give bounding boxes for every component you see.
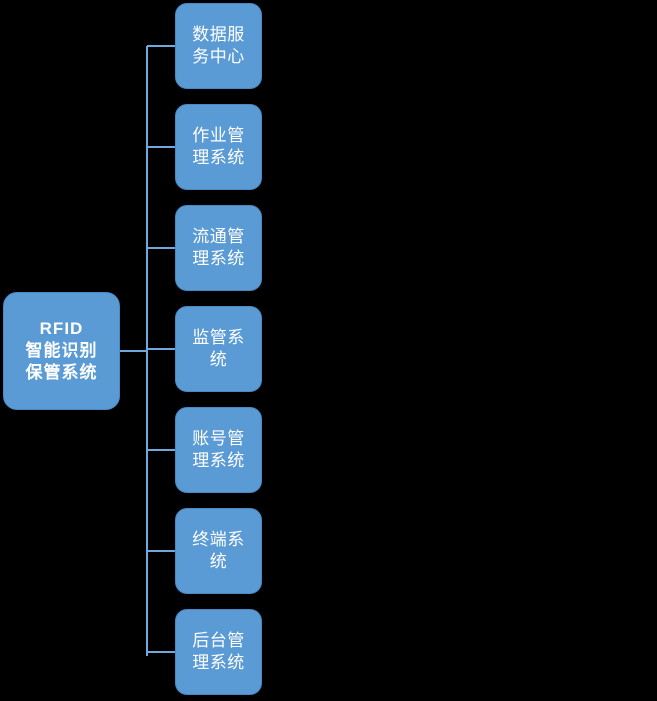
connector-stub-child-3	[147, 348, 175, 350]
node-operation-management-system[interactable]: 作业管理系统	[175, 104, 262, 190]
node-label: 作业管理系统	[192, 126, 245, 167]
connector-stub-child-4	[147, 449, 175, 451]
node-root-label: RFID 智能识别 保管系统	[25, 319, 98, 382]
connector-stub-child-0	[147, 45, 175, 47]
node-label: 流通管理系统	[192, 227, 245, 268]
node-label: 监管系统	[192, 328, 245, 369]
connector-stub-child-1	[147, 146, 175, 148]
node-label: 数据服务中心	[192, 25, 245, 66]
node-terminal-system[interactable]: 终端系统	[175, 508, 262, 594]
connector-root-stub	[119, 350, 147, 352]
connector-stub-child-6	[147, 651, 175, 653]
node-circulation-management-system[interactable]: 流通管理系统	[175, 205, 262, 291]
node-backend-management-system[interactable]: 后台管理系统	[175, 609, 262, 695]
node-label: 终端系统	[192, 530, 245, 571]
connector-stub-child-5	[147, 550, 175, 552]
connector-trunk	[146, 46, 148, 656]
connector-stub-child-2	[147, 247, 175, 249]
node-account-management-system[interactable]: 账号管理系统	[175, 407, 262, 493]
node-label: 后台管理系统	[192, 631, 245, 672]
node-root[interactable]: RFID 智能识别 保管系统	[3, 292, 120, 410]
node-data-service-center[interactable]: 数据服务中心	[175, 3, 262, 89]
node-label: 账号管理系统	[192, 429, 245, 470]
node-supervision-system[interactable]: 监管系统	[175, 306, 262, 392]
